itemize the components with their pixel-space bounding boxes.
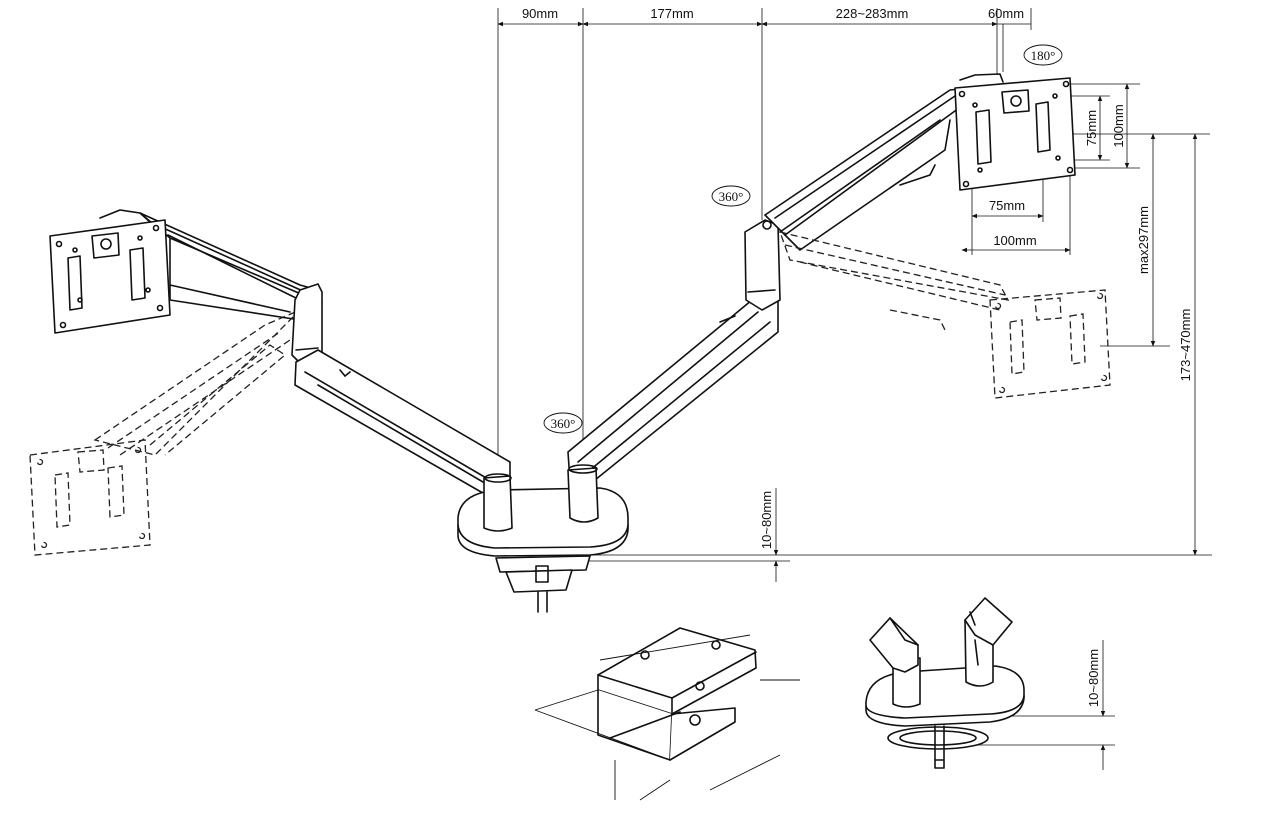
dim-173-470-label: 173~470mm <box>1178 309 1193 382</box>
rotation-badge-tilt: 180° <box>1023 44 1063 66</box>
right-lower-arm <box>567 289 779 483</box>
rotation-base-label: 360° <box>551 416 576 431</box>
rotation-badge-base: 360° <box>543 412 583 434</box>
rotation-badges: 360° 360° 180° <box>543 44 1063 434</box>
dim-60-label: 60mm <box>988 6 1024 21</box>
right-elbow-joint <box>744 219 781 311</box>
dim-clamp-range-label: 10~80mm <box>759 491 774 549</box>
left-lower-arm <box>294 349 511 501</box>
base-posts-detail <box>865 597 1025 769</box>
dim-177-label: 177mm <box>650 6 693 21</box>
dim-75-horizontal-label: 75mm <box>989 198 1025 213</box>
left-monitor-plate <box>49 209 171 334</box>
right-monitor-plate-ghost <box>989 289 1111 399</box>
dim-75-vertical-label: 75mm <box>1084 110 1099 146</box>
left-monitor-plate-ghost <box>29 439 151 556</box>
dimension-lines <box>497 8 1212 770</box>
right-upper-arm-ghost <box>778 231 1010 331</box>
dimension-labels: 90mm 177mm 228~283mm 60mm 75mm 100mm 75m… <box>522 6 1193 707</box>
rotation-badge-joint: 360° <box>711 185 751 207</box>
desk-clamp <box>495 555 591 613</box>
right-upper-arm <box>764 87 971 251</box>
right-monitor-plate <box>954 73 1076 191</box>
dim-228-283-label: 228~283mm <box>836 6 909 21</box>
dim-100-horizontal-label: 100mm <box>993 233 1036 248</box>
left-arm-ghost-position <box>93 309 301 456</box>
dim-detail-clamp-range-label: 10~80mm <box>1086 649 1101 707</box>
dim-max297-label: max297mm <box>1136 206 1151 274</box>
rotation-joint-label: 360° <box>719 189 744 204</box>
dim-100-vertical-label: 100mm <box>1111 104 1126 147</box>
rotation-tilt-label: 180° <box>1031 48 1056 63</box>
dim-90-label: 90mm <box>522 6 558 21</box>
clamp-bracket-detail <box>534 627 800 801</box>
desk-base <box>457 464 629 557</box>
